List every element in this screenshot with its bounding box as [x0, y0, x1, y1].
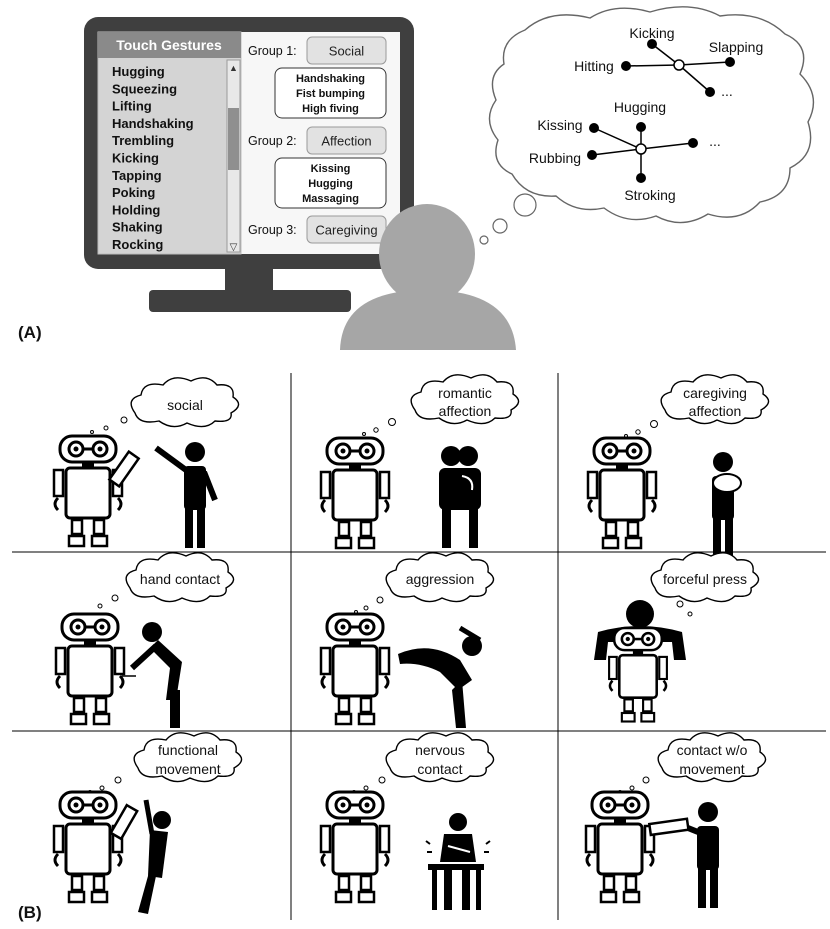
gesture-list: HuggingSqueezingLiftingHandshakingTrembl… — [112, 64, 194, 252]
group-1-label: Group 1: — [248, 44, 297, 58]
cell-social: social — [52, 377, 240, 548]
cell-label: movement — [155, 761, 220, 777]
cell-label: affection — [689, 403, 742, 419]
group-2-button[interactable] — [306, 126, 387, 155]
node-label: Kissing — [537, 117, 582, 133]
cell-functional-movement: functional movement — [52, 732, 243, 914]
node-label: Kicking — [629, 25, 674, 41]
cell-hand-contact: hand contact — [54, 552, 235, 728]
groups-panel: Group 1: Social Handshaking Fist bumping… — [248, 36, 387, 244]
network-graph-2: Hugging Kissing ... Rubbing Stroking — [529, 99, 721, 203]
gesture-list-item[interactable]: Hugging — [112, 64, 165, 79]
group-2-button-label: Affection — [321, 134, 371, 149]
group-1-button-label: Social — [329, 44, 365, 59]
group-2-member: Massaging — [302, 193, 359, 205]
cell-label: contact w/o — [677, 742, 748, 758]
node-label: Rubbing — [529, 150, 581, 166]
network-graph-1: Kicking Slapping Hitting ... — [574, 25, 763, 99]
group-1-member: Handshaking — [296, 73, 365, 85]
user-silhouette — [340, 204, 516, 350]
node-label: Slapping — [709, 39, 764, 55]
node-label: Stroking — [624, 187, 675, 203]
cell-label: aggression — [406, 571, 475, 587]
cell-label: affection — [439, 403, 492, 419]
gesture-list-item[interactable]: Trembling — [112, 133, 174, 148]
cell-label: nervous — [415, 742, 465, 758]
panel-a: Touch Gestures HuggingSqueezingLiftingHa… — [18, 6, 815, 350]
group-1-button[interactable] — [306, 36, 387, 65]
panel-b: social romantic affection — [12, 373, 826, 922]
node-label: Hitting — [574, 58, 614, 74]
node-label: ... — [709, 133, 721, 149]
cell-label: caregiving — [683, 385, 747, 401]
scrollbar-thumb[interactable] — [228, 108, 239, 170]
group-2-label: Group 2: — [248, 134, 297, 148]
group-3-button-label: Caregiving — [315, 223, 377, 238]
cell-forceful-press: forceful press — [594, 552, 760, 723]
cell-nervous-contact: nervous contact — [319, 732, 495, 910]
gesture-list-item[interactable]: Poking — [112, 185, 155, 200]
cell-label: contact — [417, 761, 462, 777]
cell-label: romantic — [438, 385, 492, 401]
cell-label: social — [167, 397, 203, 413]
group-2-member: Kissing — [311, 163, 351, 175]
cell-label: forceful press — [663, 571, 747, 587]
cell-label: functional — [158, 742, 218, 758]
gesture-list-item[interactable]: Kicking — [112, 151, 159, 166]
gesture-list-item[interactable]: Shaking — [112, 220, 163, 235]
gesture-list-panel: Touch Gestures HuggingSqueezingLiftingHa… — [97, 31, 242, 255]
panel-b-letter: (B) — [18, 903, 42, 922]
group-2-members-box — [274, 157, 387, 209]
gesture-list-item[interactable]: Tapping — [112, 168, 162, 183]
group-1-member: Fist bumping — [296, 88, 365, 100]
cell-label: hand contact — [140, 571, 220, 587]
gesture-list-item[interactable]: Squeezing — [112, 81, 177, 96]
thought-trail — [479, 193, 537, 245]
node-label: Hugging — [614, 99, 666, 115]
group-1-members-box — [274, 67, 387, 119]
cell-aggression: aggression — [319, 552, 495, 728]
scroll-up-icon[interactable]: ▲ — [229, 63, 238, 73]
cell-contact-without-movement: contact w/o movement — [584, 732, 767, 908]
list-title: Touch Gestures — [116, 37, 222, 53]
node-label: ... — [721, 83, 733, 99]
cell-caregiving-affection: caregiving affection — [586, 374, 770, 558]
cell-romantic-affection: romantic affection — [319, 374, 520, 550]
group-1-member: High fiving — [302, 103, 359, 115]
cell-label: movement — [679, 761, 744, 777]
gesture-list-item[interactable]: Handshaking — [112, 116, 194, 131]
panel-a-letter: (A) — [18, 323, 42, 342]
gesture-list-item[interactable]: Rocking — [112, 237, 163, 252]
group-2-member: Hugging — [308, 178, 353, 190]
gesture-list-item[interactable]: Lifting — [112, 99, 152, 114]
scroll-down-icon[interactable]: ▽ — [230, 242, 238, 253]
gesture-list-item[interactable]: Holding — [112, 202, 160, 217]
group-3-label: Group 3: — [248, 223, 297, 237]
